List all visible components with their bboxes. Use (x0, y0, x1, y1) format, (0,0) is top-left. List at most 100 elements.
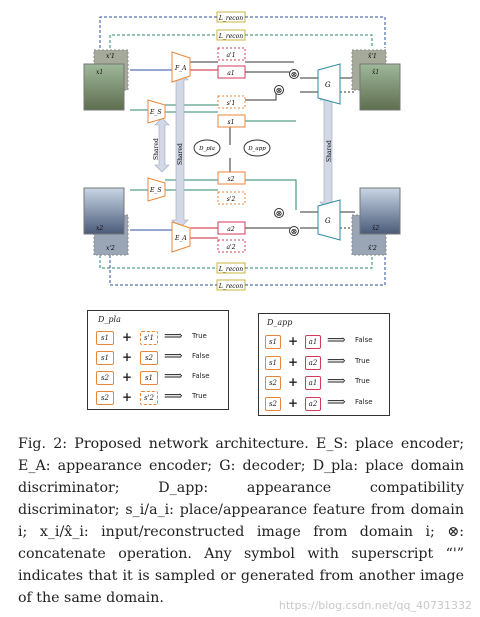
recon-loss-top-1: L_recon (216, 11, 246, 23)
table-result: False (355, 398, 373, 406)
svg-text:L_recon: L_recon (218, 33, 243, 40)
svg-text:x'1: x'1 (106, 53, 115, 60)
svg-text:E_S: E_S (149, 109, 162, 116)
cell-left: s1 (265, 335, 281, 349)
table-result: True (355, 377, 370, 385)
svg-text:L_recon: L_recon (218, 266, 243, 273)
table-title: D_pla (98, 315, 121, 324)
cell-right: a1 (305, 376, 321, 390)
cell-right: a1 (305, 335, 321, 349)
table-row: s1 + s'1 ⟹ True (88, 329, 228, 351)
feature-a1: a1 (217, 65, 246, 79)
plus-icon: + (288, 375, 299, 389)
recon-loss-bottom-1: L_recon (216, 262, 246, 274)
concat-op-top-2: ⊗ (274, 85, 284, 95)
appearance-discriminator-table: D_app s1 + a1 ⟹ False s1 + a2 ⟹ True s2 … (258, 313, 390, 416)
shared-arrow-right: Shared (319, 91, 337, 211)
implies-arrow-icon: ⟹ (164, 329, 183, 344)
table-title: D_app (267, 318, 293, 327)
cell-right: s1 (140, 371, 158, 385)
table-row: s2 + a1 ⟹ True (259, 374, 389, 396)
table-row: s2 + s'2 ⟹ True (88, 389, 228, 411)
plus-icon: + (122, 350, 133, 364)
input-image-x1: x1 (83, 63, 125, 111)
svg-text:x̂1: x̂1 (372, 69, 379, 76)
svg-text:x1: x1 (96, 69, 103, 76)
place-encoder-bottom: E_S (147, 177, 166, 202)
concat-op-bottom-2: ⊗ (289, 226, 299, 236)
svg-text:⊗: ⊗ (276, 86, 283, 95)
cell-left: s1 (96, 331, 114, 345)
implies-arrow-icon: ⟹ (327, 374, 346, 389)
cell-left: s2 (265, 376, 281, 390)
appearance-encoder-top: F_A (171, 51, 191, 83)
svg-text:⊗: ⊗ (276, 209, 283, 218)
table-row: s2 + a2 ⟹ False (259, 395, 389, 417)
svg-text:Shared: Shared (177, 143, 184, 165)
place-discriminator: D_pla (193, 139, 221, 157)
svg-text:a'1: a'1 (226, 52, 235, 59)
feature-s2: s2 (217, 171, 246, 185)
cell-left: s2 (96, 391, 114, 405)
implies-arrow-icon: ⟹ (164, 349, 183, 364)
svg-text:G: G (325, 217, 331, 225)
cell-left: s2 (265, 397, 281, 411)
cell-right: s'1 (140, 331, 158, 345)
svg-text:x̂'1: x̂'1 (368, 53, 377, 60)
concat-op-bottom-1: ⊗ (274, 208, 284, 218)
plus-icon: + (288, 334, 299, 348)
input-image-x2: x2 (83, 187, 125, 235)
svg-text:E_A: E_A (174, 235, 187, 242)
implies-arrow-icon: ⟹ (164, 369, 183, 384)
cell-left: s1 (265, 356, 281, 370)
feature-a2-prime: a'2 (217, 239, 246, 253)
decoder-top: G (317, 63, 341, 105)
appearance-encoder-bottom: E_A (171, 221, 191, 253)
svg-text:E_S: E_S (149, 187, 162, 194)
svg-text:G: G (325, 81, 331, 89)
table-result: False (192, 372, 210, 380)
connector-lines (99, 16, 386, 286)
svg-text:x̂'2: x̂'2 (368, 245, 377, 252)
watermark: https://blog.csdn.net/qq_40731332 (278, 599, 472, 612)
recon-loss-bottom-2: L_recon (216, 279, 246, 291)
decoder-bottom: G (317, 199, 341, 241)
plus-icon: + (288, 355, 299, 369)
feature-s1: s1 (217, 114, 246, 128)
table-row: s1 + s2 ⟹ False (88, 349, 228, 371)
svg-text:x̂2: x̂2 (372, 225, 379, 232)
plus-icon: + (122, 370, 133, 384)
shared-arrow-left-2: Shared (171, 71, 189, 229)
svg-text:Shared: Shared (326, 140, 333, 162)
table-row: s1 + a2 ⟹ True (259, 354, 389, 376)
feature-s1-prime: s'1 (217, 95, 246, 109)
svg-text:⊗: ⊗ (291, 227, 298, 236)
output-image-xhat1: x̂1 (359, 63, 401, 111)
table-result: True (192, 392, 207, 400)
cell-left: s1 (96, 351, 114, 365)
feature-a2: a2 (217, 221, 246, 235)
implies-arrow-icon: ⟹ (327, 333, 346, 348)
svg-text:s2: s2 (228, 176, 235, 183)
svg-text:⊗: ⊗ (291, 70, 298, 79)
svg-text:s'1: s'1 (227, 100, 236, 107)
place-encoder-top: E_S (147, 99, 166, 124)
feature-a1-prime: a'1 (217, 47, 246, 61)
svg-text:Shared: Shared (153, 138, 160, 160)
feature-s2-prime: s'2 (217, 191, 246, 205)
svg-text:x'2: x'2 (106, 245, 115, 252)
appearance-discriminator: D_app (243, 139, 271, 157)
svg-text:L_recon: L_recon (218, 283, 243, 290)
plus-icon: + (122, 390, 133, 404)
plus-icon: + (288, 396, 299, 410)
table-row: s1 + a1 ⟹ False (259, 333, 389, 355)
svg-text:F_A: F_A (174, 65, 187, 72)
table-result: False (355, 336, 373, 344)
plus-icon: + (122, 330, 133, 344)
place-discriminator-table: D_pla s1 + s'1 ⟹ True s1 + s2 ⟹ False s2… (87, 310, 229, 410)
svg-text:s1: s1 (228, 119, 235, 126)
concat-op-top-1: ⊗ (289, 69, 299, 79)
cell-right: a2 (305, 397, 321, 411)
table-result: False (192, 352, 210, 360)
cell-right: s2 (140, 351, 158, 365)
